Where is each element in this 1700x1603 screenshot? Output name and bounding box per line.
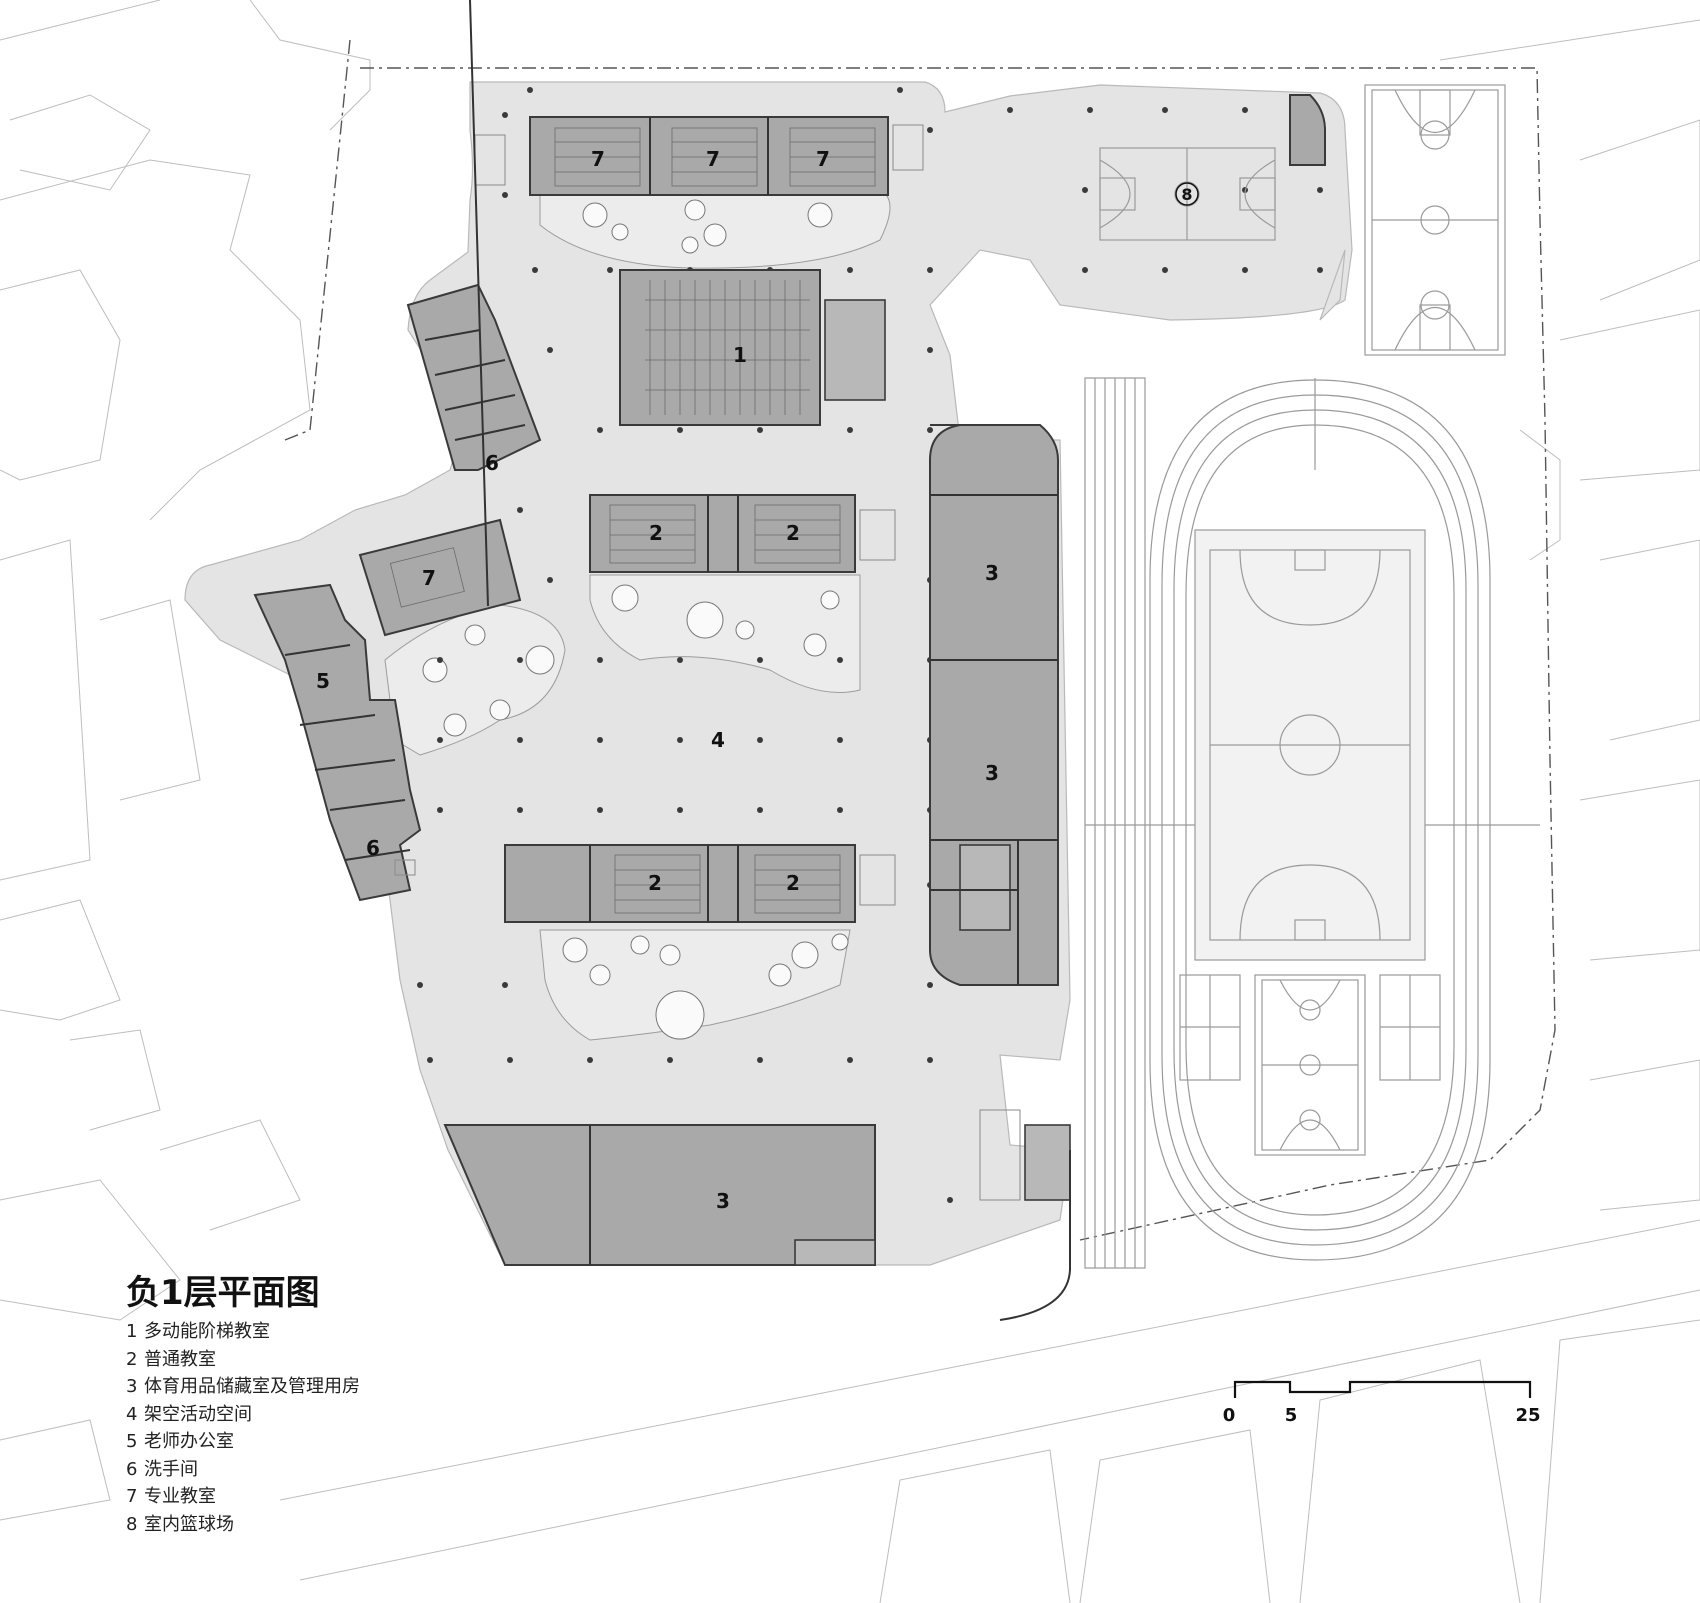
room-label-5: 5 <box>316 669 330 693</box>
lower-field-courts <box>1179 974 1441 1156</box>
scale-tick-0: 0 <box>1223 1405 1236 1426</box>
site-boundary <box>284 39 1556 1241</box>
indoor-basketball-court <box>1099 94 1326 241</box>
running-track <box>1084 377 1540 1269</box>
room-label-7: 7 <box>816 147 830 171</box>
room-label-8-circle <box>1175 182 1199 206</box>
lower-classroom-pair <box>504 844 896 923</box>
outdoor-basketball-court <box>1364 84 1506 356</box>
room-label-3: 3 <box>716 1189 730 1213</box>
room-labels: 7 7 7 7 1 2 2 2 2 3 3 3 4 5 6 6 8 <box>316 147 1199 1213</box>
room-label-6: 6 <box>366 836 380 860</box>
west-classroom-7 <box>358 0 522 637</box>
room-label-4: 4 <box>711 728 725 752</box>
room-label-3: 3 <box>985 761 999 785</box>
drawing-title: 负1层平面图 <box>126 1273 320 1313</box>
room-label-2: 2 <box>786 521 800 545</box>
room-label-7: 7 <box>422 566 436 590</box>
room-label-1: 1 <box>733 343 747 367</box>
upper-classroom-pair <box>589 494 896 573</box>
room-label-2: 2 <box>648 871 662 895</box>
ramp <box>999 1150 1071 1321</box>
room-label-7: 7 <box>591 147 605 171</box>
west-lower-wing <box>253 583 422 902</box>
scale-bar: 0 5 25 <box>1223 1380 1541 1426</box>
top-classroom-block <box>474 116 924 196</box>
room-label-6: 6 <box>485 451 499 475</box>
trees <box>422 199 849 1040</box>
scale-tick-5: 5 <box>1285 1405 1298 1426</box>
room-label-3: 3 <box>985 561 999 585</box>
auditorium-block <box>619 269 886 426</box>
room-label-2: 2 <box>649 521 663 545</box>
room-label-7: 7 <box>706 147 720 171</box>
bottom-storage-block <box>443 1109 1071 1266</box>
scale-tick-25: 25 <box>1515 1405 1540 1426</box>
room-label-2: 2 <box>786 871 800 895</box>
room-label-8: 8 <box>1181 185 1192 204</box>
east-storage-block <box>929 424 1059 986</box>
